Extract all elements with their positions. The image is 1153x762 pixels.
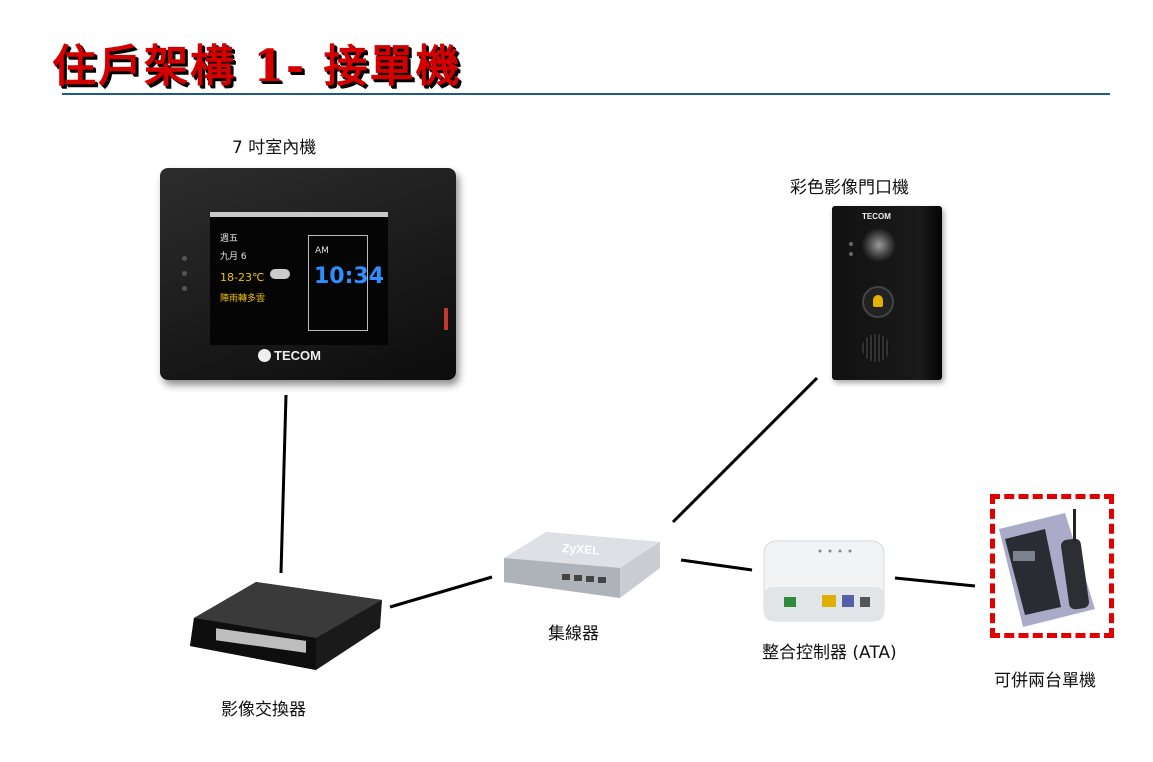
monitor-screen: 週五 九月 6 18-23℃ 陣雨轉多雲 AM 10:34 xyxy=(210,212,388,345)
monitor-brand: TECOM xyxy=(258,348,321,363)
ata-label: 整合控制器 (ATA) xyxy=(762,643,897,663)
video-switch xyxy=(186,578,386,678)
led-icon xyxy=(182,286,187,291)
ata-controller xyxy=(760,535,890,627)
indoor-monitor: 週五 九月 6 18-23℃ 陣雨轉多雲 AM 10:34 TECOM xyxy=(160,168,456,380)
link-ata-phones xyxy=(894,576,976,588)
svg-text:ZyXEL: ZyXEL xyxy=(562,541,600,558)
link-monitor-switch xyxy=(279,394,288,574)
video-switch-label: 影像交換器 xyxy=(221,700,306,720)
led-icon xyxy=(182,256,187,261)
clock-panel: AM 10:34 xyxy=(308,235,384,331)
screen-day: 週五 xyxy=(220,234,239,244)
bell-button-icon xyxy=(862,286,894,318)
page-title: 住戶架構 1- 接單機 xyxy=(52,41,462,92)
led-icon xyxy=(849,242,853,246)
indoor-monitor-label: 7 吋室內機 xyxy=(232,138,317,158)
door-brand-text: TECOM xyxy=(862,212,891,221)
side-button-icon xyxy=(444,308,448,330)
phones-label: 可併兩台單機 xyxy=(994,671,1096,691)
door-phone-label: 彩色影像門口機 xyxy=(790,178,909,198)
title-underline xyxy=(62,93,1110,95)
hub: ZyXEL xyxy=(502,528,662,600)
screen-time: 10:34 xyxy=(314,264,385,289)
screen-date: 九月 6 xyxy=(220,252,247,262)
led-icon xyxy=(182,271,187,276)
camera-icon xyxy=(862,228,896,262)
hub-label: 集線器 xyxy=(548,624,599,644)
monitor-brand-text: TECOM xyxy=(274,348,321,363)
speaker-icon xyxy=(862,334,890,362)
link-hub-door xyxy=(671,376,819,524)
link-switch-hub xyxy=(389,575,493,609)
door-phone: TECOM xyxy=(832,206,942,380)
door-brand: TECOM xyxy=(862,212,891,221)
link-hub-ata xyxy=(680,558,753,572)
screen-ampm: AM xyxy=(315,246,329,256)
screen-temp: 18-23℃ xyxy=(220,271,265,284)
tecom-logo-icon xyxy=(258,349,271,362)
phones-highlight xyxy=(990,494,1114,638)
cloud-icon xyxy=(270,269,290,279)
screen-weather: 陣雨轉多雲 xyxy=(220,294,266,304)
led-icon xyxy=(849,252,853,256)
